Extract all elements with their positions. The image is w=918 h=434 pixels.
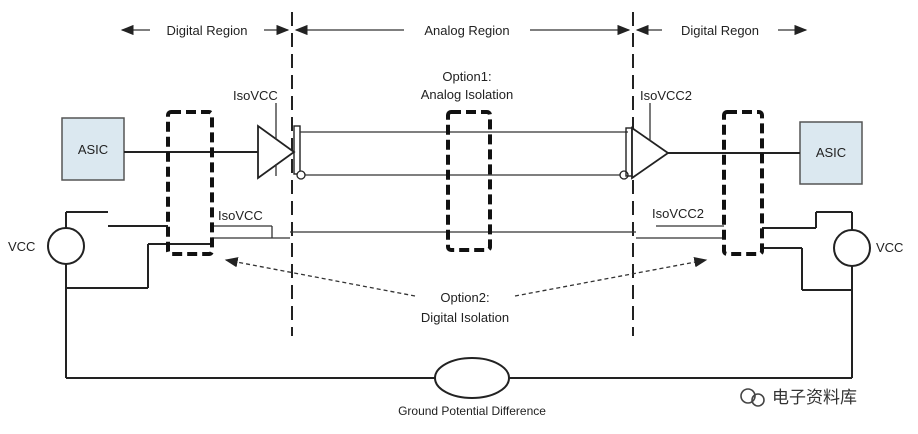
option2-subtitle: Digital Isolation bbox=[421, 310, 509, 325]
wechat-icon bbox=[740, 388, 765, 407]
iso-vcc2-top-label: IsoVCC2 bbox=[640, 88, 692, 103]
vcc-right-label: VCC bbox=[876, 240, 903, 255]
iso-vcc2-bottom-label: IsoVCC2 bbox=[652, 206, 704, 221]
watermark-text: 电子资料库 bbox=[772, 388, 857, 408]
asic-right-block bbox=[799, 121, 863, 185]
termination-right-icon bbox=[619, 170, 629, 180]
digital-isolator-right bbox=[722, 110, 764, 256]
ground-potential-icon bbox=[434, 357, 510, 399]
region-label-left: Digital Region bbox=[167, 23, 248, 38]
analog-isolator bbox=[446, 110, 492, 252]
driver-output-stub bbox=[293, 125, 301, 175]
option2-title: Option2: bbox=[440, 290, 489, 305]
asic-left-block bbox=[61, 117, 125, 181]
vcc-left-label: VCC bbox=[8, 239, 35, 254]
region-label-middle: Analog Region bbox=[424, 23, 509, 38]
termination-left-icon bbox=[296, 170, 306, 180]
asic-right-label: ASIC bbox=[816, 145, 846, 160]
option1-subtitle: Analog Isolation bbox=[421, 87, 514, 102]
ground-potential-label: Ground Potential Difference bbox=[398, 404, 546, 418]
vcc-right-source-icon bbox=[833, 229, 871, 267]
option1-title: Option1: bbox=[442, 69, 491, 84]
option2-arrow-left bbox=[224, 257, 416, 297]
vcc-left-source-icon bbox=[47, 227, 85, 265]
iso-vcc-bottom-label: IsoVCC bbox=[218, 208, 263, 223]
iso-vcc-top-label: IsoVCC bbox=[233, 88, 278, 103]
asic-left-label: ASIC bbox=[78, 142, 108, 157]
region-label-right: Digital Regon bbox=[681, 23, 759, 38]
digital-isolator-left bbox=[166, 110, 214, 256]
option2-arrow-right bbox=[514, 257, 708, 297]
